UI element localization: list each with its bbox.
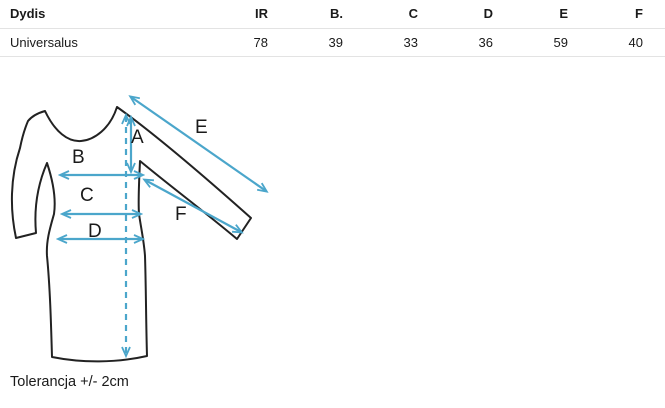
measure-label-e: E xyxy=(195,117,208,138)
measurement-cell-e: 59 xyxy=(515,28,590,57)
measure-label-c: C xyxy=(80,185,94,206)
measure-label-d: D xyxy=(88,221,102,242)
column-header-ir: IR xyxy=(215,0,290,29)
measure-arrow-e xyxy=(131,97,266,191)
column-header-c: C xyxy=(365,0,440,29)
column-header-d: D xyxy=(440,0,515,29)
column-header-f: F xyxy=(590,0,665,29)
column-header-b: B. xyxy=(290,0,365,29)
size-chart-header-row: Dydis IR B. C D E F xyxy=(0,0,665,29)
measurement-cell-ir: 78 xyxy=(215,28,290,57)
size-row-universal: Universalus 78 39 33 36 59 40 xyxy=(0,28,665,57)
size-name-cell: Universalus xyxy=(0,28,215,57)
measurement-cell-b: 39 xyxy=(290,28,365,57)
measure-arrow-f xyxy=(145,180,241,232)
column-header-size: Dydis xyxy=(0,0,215,29)
column-header-e: E xyxy=(515,0,590,29)
tolerance-note: Tolerancja +/- 2cm xyxy=(10,374,129,390)
size-chart-table: Dydis IR B. C D E F Universalus 78 39 33… xyxy=(0,0,665,57)
measurement-cell-d: 36 xyxy=(440,28,515,57)
measure-label-b: B xyxy=(72,147,85,168)
measure-label-a: A xyxy=(131,127,144,148)
dress-measurement-diagram xyxy=(10,75,300,363)
measurement-cell-f: 40 xyxy=(590,28,665,57)
measure-label-f: F xyxy=(175,204,187,225)
measurement-cell-c: 33 xyxy=(365,28,440,57)
